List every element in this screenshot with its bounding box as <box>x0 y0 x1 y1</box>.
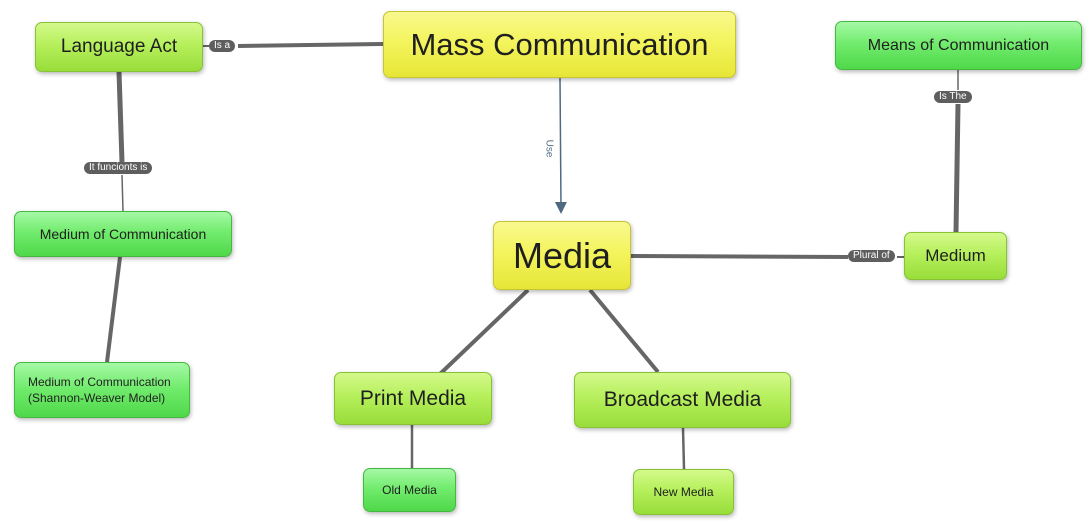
edge-means-to-medium <box>953 103 961 233</box>
edge-mass-to-language-act <box>237 42 384 48</box>
link-label-plural-of: Plural of <box>848 250 895 262</box>
edge-media-to-print-media <box>438 288 530 376</box>
link-label-use: Use <box>543 139 555 158</box>
node-print-media[interactable]: Print Media <box>334 372 492 425</box>
node-language-act-label: Language Act <box>60 36 178 57</box>
node-shannon-weaver-line1: Medium of Communication <box>28 375 171 389</box>
node-mass-communication-label: Mass Communication <box>410 26 709 62</box>
edge-language-act-to-medium-of-comm <box>116 71 125 163</box>
edge-medium-of-comm-to-shannon-weaver <box>105 256 122 363</box>
node-means-of-communication-label: Means of Communication <box>867 36 1050 54</box>
link-label-is-the: Is The <box>934 91 972 103</box>
node-language-act[interactable]: Language Act <box>35 22 203 72</box>
node-medium-of-communication[interactable]: Medium of Communication <box>14 211 232 257</box>
node-media[interactable]: Media <box>493 221 631 290</box>
edge-media-to-broadcast-media <box>588 288 660 374</box>
node-mass-communication[interactable]: Mass Communication <box>383 11 736 78</box>
node-media-label: Media <box>512 234 612 276</box>
node-shannon-weaver-model[interactable]: Medium of Communication (Shannon-Weaver … <box>14 362 190 418</box>
node-old-media-label: Old Media <box>382 483 437 497</box>
node-broadcast-media[interactable]: Broadcast Media <box>574 372 791 428</box>
node-new-media-label: New Media <box>653 485 714 499</box>
node-broadcast-media-label: Broadcast Media <box>603 388 762 411</box>
edge-mass-to-media <box>554 77 567 214</box>
edge-media-to-medium <box>630 254 849 259</box>
node-print-media-label: Print Media <box>359 386 467 410</box>
edge-language-act-to-medium-of-comm-tail <box>121 174 124 212</box>
node-medium-of-communication-label: Medium of Communication <box>39 226 207 242</box>
node-medium-label: Medium <box>925 246 986 265</box>
node-means-of-communication[interactable]: Means of Communication <box>835 21 1082 70</box>
link-label-is-a: Is a <box>209 40 236 52</box>
node-shannon-weaver-line2: (Shannon-Weaver Model) <box>28 391 166 405</box>
node-new-media[interactable]: New Media <box>633 469 734 515</box>
edge-broadcast-media-to-new-media <box>681 427 686 470</box>
node-medium[interactable]: Medium <box>904 232 1007 280</box>
node-old-media[interactable]: Old Media <box>363 468 456 512</box>
link-label-it-funcionts-is: It funcionts is <box>84 162 153 174</box>
